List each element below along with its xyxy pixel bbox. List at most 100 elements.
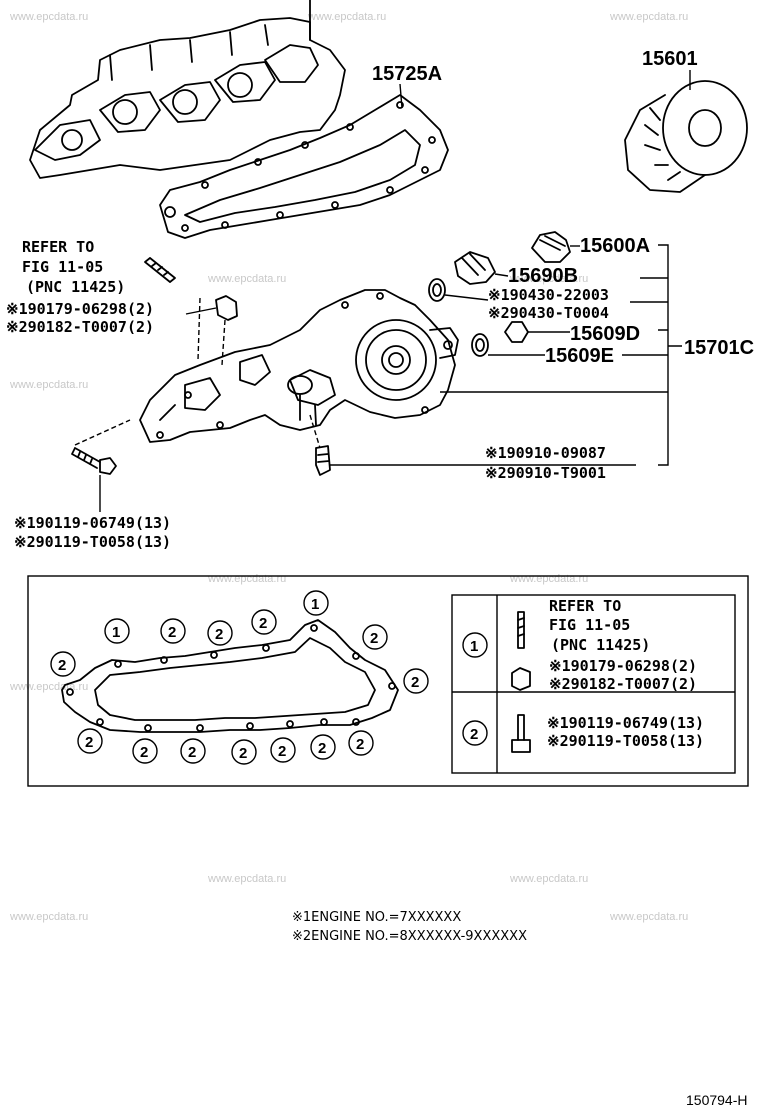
svg-text:2: 2 bbox=[318, 740, 326, 757]
legend-row2-code-2: ※290119-T0058(13) bbox=[547, 732, 704, 750]
marker-1: 1 bbox=[303, 590, 329, 616]
marker-2: 2 bbox=[132, 738, 158, 764]
watermark: www.epcdata.ru bbox=[609, 911, 688, 923]
bolt-code-2: ※290119-T0058(13) bbox=[14, 533, 171, 551]
watermark: www.epcdata.ru bbox=[207, 573, 286, 585]
marker-2: 2 bbox=[160, 618, 186, 644]
leader-washer bbox=[444, 294, 489, 301]
detail-gasket-drawing bbox=[61, 619, 399, 733]
bolt-drawing bbox=[71, 447, 117, 475]
dash-bolt bbox=[74, 419, 131, 446]
svg-text:2: 2 bbox=[356, 736, 364, 753]
leader-bracket-cooler bbox=[440, 244, 682, 466]
union-code-2: ※290910-T9001 bbox=[485, 464, 606, 482]
svg-text:2: 2 bbox=[370, 630, 378, 647]
dash-nut bbox=[221, 319, 226, 366]
legend-refer-1: REFER TO bbox=[549, 597, 621, 615]
marker-2: 2 bbox=[403, 668, 429, 694]
svg-text:2: 2 bbox=[85, 734, 93, 751]
dash-union bbox=[309, 414, 321, 449]
watermark: www.epcdata.ru bbox=[307, 11, 386, 23]
marker-2: 2 bbox=[251, 609, 277, 635]
detail-box bbox=[27, 575, 749, 787]
watermark: www.epcdata.ru bbox=[207, 273, 286, 285]
marker-2: 2 bbox=[231, 739, 257, 765]
footnote-1: ※1ENGINE NO.=7XXXXXX bbox=[292, 910, 461, 925]
oil-switch-drawing bbox=[454, 251, 496, 285]
plug-d-drawing bbox=[504, 321, 529, 343]
label-relief-valve: 15600A bbox=[580, 235, 650, 257]
svg-text:2: 2 bbox=[411, 674, 419, 691]
watermark: www.epcdata.ru bbox=[509, 873, 588, 885]
footnote-2: ※2ENGINE NO.=8XXXXXX-9XXXXXX bbox=[292, 929, 527, 944]
marker-2: 2 bbox=[270, 737, 296, 763]
legend-row1-code-1: ※190179-06298(2) bbox=[549, 657, 697, 675]
legend-row2-code-1: ※190119-06749(13) bbox=[547, 714, 704, 732]
svg-text:1: 1 bbox=[112, 624, 120, 641]
watermark: www.epcdata.ru bbox=[609, 11, 688, 23]
marker-1: 1 bbox=[104, 618, 130, 644]
legend-refer-2: FIG 11-05 bbox=[549, 616, 630, 634]
stud-code-1: ※190179-06298(2) bbox=[6, 300, 154, 318]
marker-2: 2 bbox=[348, 730, 374, 756]
leader-gasket bbox=[399, 83, 403, 109]
legend-refer-3: (PNC 11425) bbox=[551, 636, 650, 654]
marker-2: 2 bbox=[50, 651, 76, 677]
bolt-code-1: ※190119-06749(13) bbox=[14, 514, 171, 532]
svg-text:2: 2 bbox=[278, 743, 286, 760]
legend-marker-1: 1 bbox=[470, 638, 478, 655]
watermark: www.epcdata.ru bbox=[509, 573, 588, 585]
washer-code-1: ※190430-22003 bbox=[488, 286, 609, 304]
washer-code-2: ※290430-T0004 bbox=[488, 304, 609, 322]
stud-code-2: ※290182-T0007(2) bbox=[6, 318, 154, 336]
stud-drawing bbox=[144, 257, 176, 283]
dash-stud bbox=[197, 297, 201, 361]
oil-cooler-drawing bbox=[139, 289, 459, 443]
svg-text:2: 2 bbox=[168, 624, 176, 641]
svg-text:2: 2 bbox=[259, 615, 267, 632]
relief-valve-drawing bbox=[531, 231, 571, 263]
svg-text:1: 1 bbox=[311, 596, 319, 613]
svg-text:2: 2 bbox=[215, 626, 223, 643]
watermark: www.epcdata.ru bbox=[9, 911, 88, 923]
washer-drawing bbox=[428, 278, 446, 302]
watermark: www.epcdata.ru bbox=[9, 11, 88, 23]
legend-marker-2: 2 bbox=[470, 726, 478, 743]
label-plug-e: 15609E bbox=[545, 345, 614, 367]
label-cooler-assy: 15701C bbox=[684, 337, 754, 359]
refer-line-1: REFER TO bbox=[22, 238, 94, 256]
legend-row1-code-2: ※290182-T0007(2) bbox=[549, 675, 697, 693]
watermark: www.epcdata.ru bbox=[509, 273, 588, 285]
svg-text:2: 2 bbox=[188, 744, 196, 761]
plug-e-drawing bbox=[471, 333, 489, 357]
label-oil-switch: 15690B bbox=[508, 265, 578, 287]
legend-table: 1 2 REFER TO FIG 11-05 (PNC 11425) ※1901… bbox=[451, 594, 736, 774]
engine-block-drawing bbox=[29, 0, 346, 179]
diagram-code: 150794-H bbox=[686, 1092, 748, 1108]
svg-text:2: 2 bbox=[239, 745, 247, 762]
refer-line-3: (PNC 11425) bbox=[26, 278, 125, 296]
leader-stud bbox=[185, 307, 217, 315]
marker-2: 2 bbox=[207, 620, 233, 646]
label-oil-filter: 15601 bbox=[642, 48, 698, 70]
gasket-drawing bbox=[159, 94, 449, 239]
nut-drawing bbox=[215, 295, 238, 321]
marker-2: 2 bbox=[77, 728, 103, 754]
position-markers: 1 1 2 2 2 2 2 2 2 2 2 2 2 2 2 bbox=[50, 590, 429, 765]
oil-filter-drawing bbox=[624, 80, 748, 193]
label-plug-d: 15609D bbox=[570, 323, 640, 345]
refer-line-2: FIG 11-05 bbox=[22, 258, 103, 276]
watermark: www.epcdata.ru bbox=[9, 681, 88, 693]
marker-2: 2 bbox=[362, 624, 388, 650]
watermark: www.epcdata.ru bbox=[207, 873, 286, 885]
union-bolt-drawing bbox=[315, 445, 331, 476]
watermark: www.epcdata.ru bbox=[9, 379, 88, 391]
leader-oil-switch bbox=[494, 273, 509, 277]
label-gasket: 15725A bbox=[372, 63, 442, 85]
svg-text:2: 2 bbox=[58, 657, 66, 674]
union-code-1: ※190910-09087 bbox=[485, 444, 606, 462]
svg-text:2: 2 bbox=[140, 744, 148, 761]
marker-2: 2 bbox=[310, 734, 336, 760]
marker-2: 2 bbox=[180, 738, 206, 764]
